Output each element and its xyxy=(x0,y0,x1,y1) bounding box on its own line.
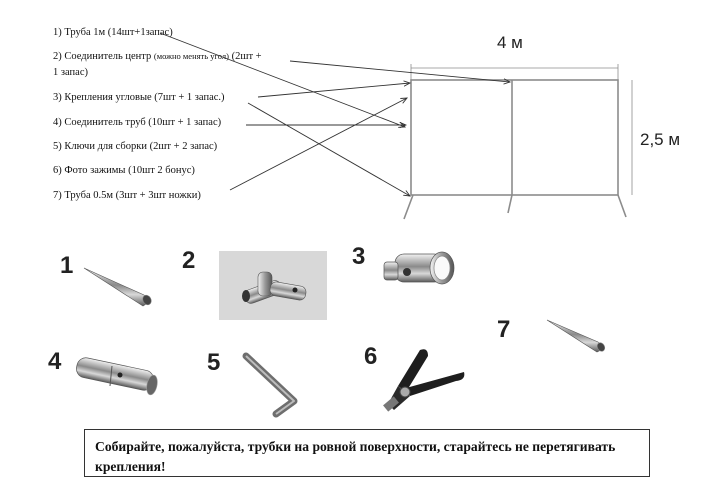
part-1-pipe xyxy=(83,267,152,307)
width-dimension: 4 м xyxy=(497,33,523,52)
part-number-3: 3 xyxy=(352,243,366,270)
assembly-note: Собирайте, пожалуйста, трубки на ровной … xyxy=(84,429,650,477)
height-dimension: 2,5 м xyxy=(640,130,681,149)
part-number-1: 1 xyxy=(60,252,74,279)
part-2-center-joint xyxy=(242,271,307,304)
legend-item-1: 1) Труба 1м (14шт+1запас) xyxy=(53,27,173,38)
legend-item-5: 5) Ключи для сборки (2шт + 2 запас) xyxy=(53,141,218,152)
legend-item-2: 2) Соединитель центр (можно менять угол)… xyxy=(53,51,262,62)
legend-item-4: 4) Соединитель труб (10шт + 1 запас) xyxy=(53,117,222,128)
part-number-7: 7 xyxy=(497,316,511,343)
frame-drawing xyxy=(403,64,633,220)
legend-item-2-cont: 1 запас) xyxy=(53,67,88,78)
legend-item-6: 6) Фото зажимы (10шт 2 бонус) xyxy=(53,165,195,176)
part-5-hex-key xyxy=(242,352,298,418)
legend-item-3: 3) Крепления угловые (7шт + 1 запас.) xyxy=(53,92,225,103)
leader-lines xyxy=(159,32,510,196)
part-number-2: 2 xyxy=(182,247,196,274)
part-6-clamp xyxy=(383,349,465,412)
part-number-6: 6 xyxy=(364,343,378,370)
part-4-pipe-connector xyxy=(76,357,158,396)
legend-item-7: 7) Труба 0.5м (3шт + 3шт ножки) xyxy=(53,190,201,201)
part-number-5: 5 xyxy=(207,349,221,376)
part-7-pipe xyxy=(546,319,606,353)
part-number-4: 4 xyxy=(48,348,62,375)
part-3-corner-clamp xyxy=(383,251,455,285)
